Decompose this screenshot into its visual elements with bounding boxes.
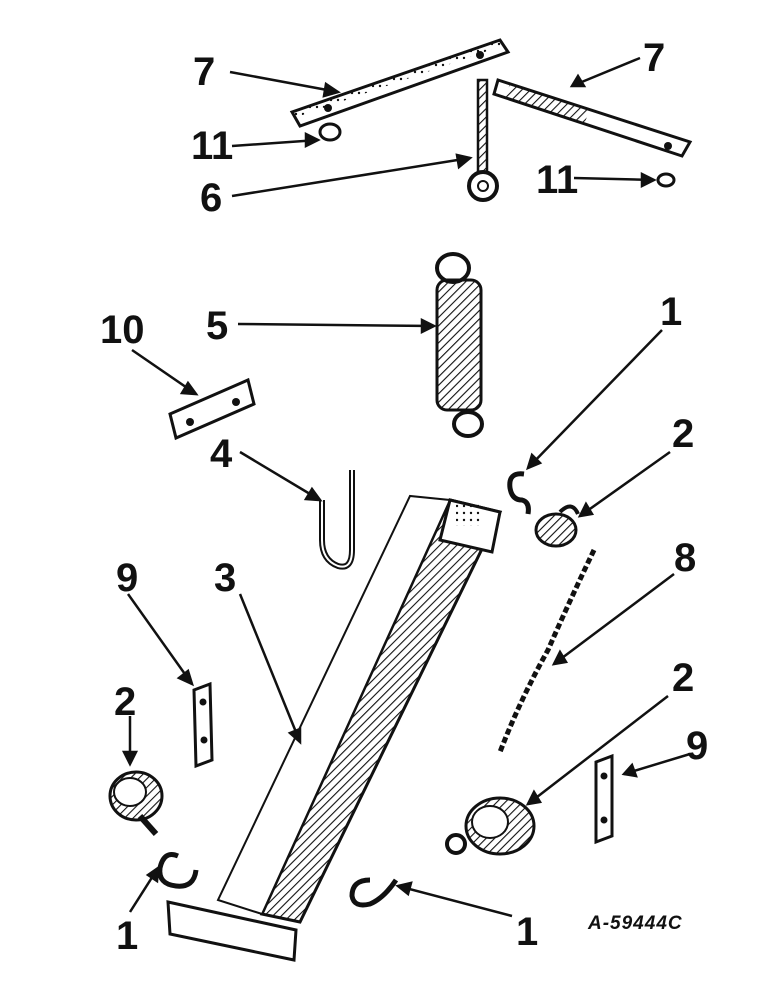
eye-bolt-part-6 [467, 78, 499, 202]
callout-1-top: 1 [660, 290, 683, 334]
spring-part-5 [435, 252, 484, 438]
callout-7-right: 7 [643, 36, 666, 80]
callout-6: 6 [200, 176, 223, 220]
callout-2-top: 2 [672, 412, 695, 456]
bracket-part-9-right [594, 753, 614, 845]
callout-5: 5 [206, 304, 229, 348]
s-hook-part-1-bottom [349, 877, 399, 908]
beam-part-3 [166, 494, 503, 962]
callout-8: 8 [674, 536, 697, 580]
callout-4: 4 [210, 432, 233, 476]
callout-2-left: 2 [114, 680, 137, 724]
callout-11-left: 11 [191, 124, 234, 168]
bar-part-7-left [289, 38, 511, 128]
pulley-part-2-top [534, 504, 580, 548]
s-hook-part-1-top [507, 471, 531, 515]
drawing-code: A-59444C [588, 913, 683, 934]
pulley-part-2-left [108, 770, 164, 836]
callout-9-left: 9 [116, 556, 139, 600]
callout-7-left: 7 [193, 50, 216, 94]
callout-10: 10 [100, 308, 145, 352]
callout-1-bottom: 1 [516, 910, 539, 954]
nut-part-11-right [656, 172, 676, 188]
pulley-part-2-right [445, 796, 536, 856]
bracket-part-9-left [192, 681, 214, 769]
callout-9-right: 9 [686, 724, 709, 768]
leader-lines [121, 56, 691, 918]
bar-part-7-right [492, 78, 693, 158]
s-hook-part-1-left [157, 852, 199, 889]
plate-part-10 [168, 377, 256, 441]
j-hook-part-4 [319, 470, 355, 570]
callout-3: 3 [214, 556, 237, 600]
nut-part-11-left [318, 122, 342, 142]
chain-part-8 [497, 548, 597, 753]
callout-2-right: 2 [672, 656, 695, 700]
callout-11-right: 11 [536, 158, 579, 202]
callout-1-left: 1 [116, 914, 139, 958]
